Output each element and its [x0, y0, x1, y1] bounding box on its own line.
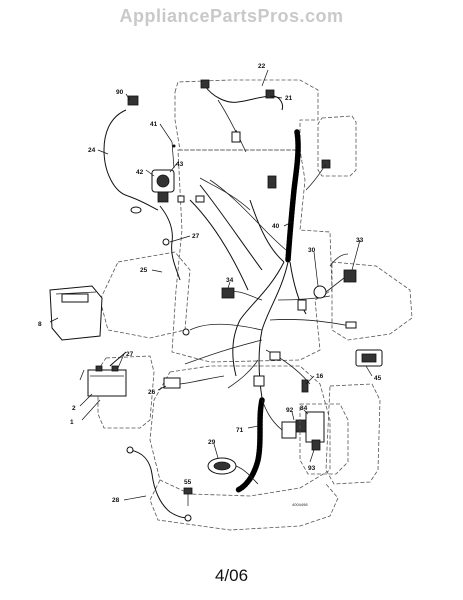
- connector-upper-right: [267, 175, 277, 189]
- part-29: [207, 457, 237, 475]
- terminal-27-upper: [162, 238, 170, 246]
- callout-30: 30: [308, 247, 316, 254]
- callout-1: 1: [70, 419, 74, 426]
- wire-harness-main: [184, 177, 351, 399]
- callout-21: 21: [285, 95, 293, 102]
- battery-1: [87, 365, 127, 397]
- part-90: [127, 95, 139, 106]
- watermark: AppliancePartsPros.com: [119, 6, 344, 26]
- callout-42: 42: [136, 169, 144, 176]
- wire-25: [159, 205, 181, 281]
- callout-90: 90: [116, 89, 124, 96]
- part-55: [183, 487, 193, 506]
- cable-27-lower: [109, 351, 127, 367]
- callout-29: 29: [208, 439, 216, 446]
- callout-41: 41: [150, 121, 158, 128]
- part-30: [313, 285, 327, 299]
- callout-84: 84: [300, 405, 308, 412]
- callout-27-lower: 27: [126, 351, 134, 358]
- callout-28: 28: [112, 497, 120, 504]
- callout-43: 43: [176, 161, 184, 168]
- leader-lines: [49, 69, 373, 501]
- harness-sleeve-40: [285, 129, 301, 263]
- callout-25: 25: [140, 267, 148, 274]
- connector-a: [195, 195, 205, 203]
- part-42-ring: [130, 206, 142, 214]
- callout-2: 2: [72, 405, 76, 412]
- callout-92: 92: [286, 407, 294, 414]
- switch-cluster-84-92-93: [261, 399, 325, 451]
- part-33: [343, 269, 357, 283]
- part-34: [221, 287, 235, 299]
- connector-d: [345, 321, 357, 329]
- callout-45: 45: [374, 375, 382, 382]
- connector-21: [231, 131, 241, 143]
- connector-e: [297, 299, 307, 311]
- callout-40: 40: [272, 223, 280, 230]
- wire-24: [103, 109, 159, 211]
- page-date-label: 4/06: [214, 566, 249, 585]
- callout-93: 93: [308, 465, 316, 472]
- callout-27-upper: 27: [192, 233, 200, 240]
- wire-headlight: [204, 85, 283, 111]
- callout-26: 26: [148, 389, 156, 396]
- battery-box-8: [49, 285, 103, 341]
- terminal-c: [182, 328, 190, 336]
- part-26: [163, 377, 181, 389]
- connector-22-right: [265, 89, 275, 99]
- callout-33: 33: [356, 237, 364, 244]
- callout-71: 71: [236, 427, 244, 434]
- harness-sleeve-71: [235, 397, 265, 493]
- part-16: [301, 379, 309, 393]
- callout-55: 55: [184, 479, 192, 486]
- connector-b: [177, 195, 185, 203]
- callout-22: 22: [258, 63, 266, 70]
- ignition-switch-43: [151, 169, 175, 203]
- wire-28: [129, 449, 189, 519]
- connector-22-left: [200, 79, 210, 89]
- callout-labels: 22 21 90 24 41 42 43 40 27 25 34 30 33 8…: [38, 63, 382, 504]
- part-45: [355, 349, 383, 367]
- callout-16: 16: [316, 373, 324, 380]
- part-41: [172, 144, 176, 148]
- connector-g: [269, 351, 281, 361]
- callout-34: 34: [226, 277, 234, 284]
- connector-f: [253, 375, 265, 387]
- callout-24: 24: [88, 147, 96, 154]
- callout-8: 8: [38, 321, 42, 328]
- drawing-number: 4004498: [292, 502, 308, 507]
